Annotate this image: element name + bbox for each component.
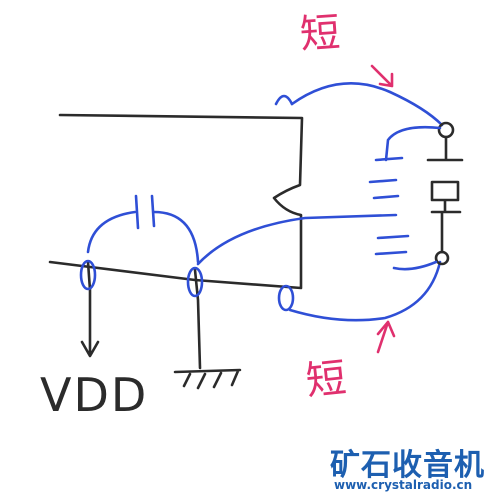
ground-lead: [193, 268, 202, 370]
component-body: [426, 135, 464, 254]
plate-5: [374, 250, 408, 256]
plate-3: [372, 194, 400, 200]
capacitor-right-arc: [152, 210, 200, 264]
terminal-top: [437, 121, 455, 139]
plate-4: [376, 234, 410, 240]
arrow-top: [370, 64, 394, 88]
top-short-annotation: 短: [298, 9, 342, 59]
ground-symbol: [173, 368, 242, 390]
vdd-label: VDD: [40, 368, 149, 422]
wire-middle-to-right: [196, 213, 398, 266]
bottom-short-annotation: 短: [303, 355, 349, 405]
pin-middle: [186, 266, 204, 298]
watermark-url: www.crystalradio.cn: [334, 478, 473, 492]
watermark-title: 矿石收音机: [330, 448, 485, 483]
capacitor-left-arc: [86, 210, 137, 254]
terminal-bottom: [434, 250, 450, 266]
capacitor-plate-b: [150, 194, 156, 228]
bracket-top: [384, 125, 442, 162]
chip-body-outline: [48, 113, 304, 290]
pin-top-right: [274, 94, 294, 106]
bracket-bottom: [392, 260, 438, 271]
pin-left: [79, 259, 97, 291]
top-short-wire: [290, 82, 444, 127]
plate-1: [374, 156, 404, 162]
plate-2: [368, 178, 398, 184]
arrow-bottom: [376, 320, 396, 354]
pin-right-bottom: [277, 284, 295, 312]
capacitor-plate-a: [134, 194, 140, 230]
bottom-short-wire: [288, 260, 442, 322]
vdd-lead: [80, 260, 100, 358]
